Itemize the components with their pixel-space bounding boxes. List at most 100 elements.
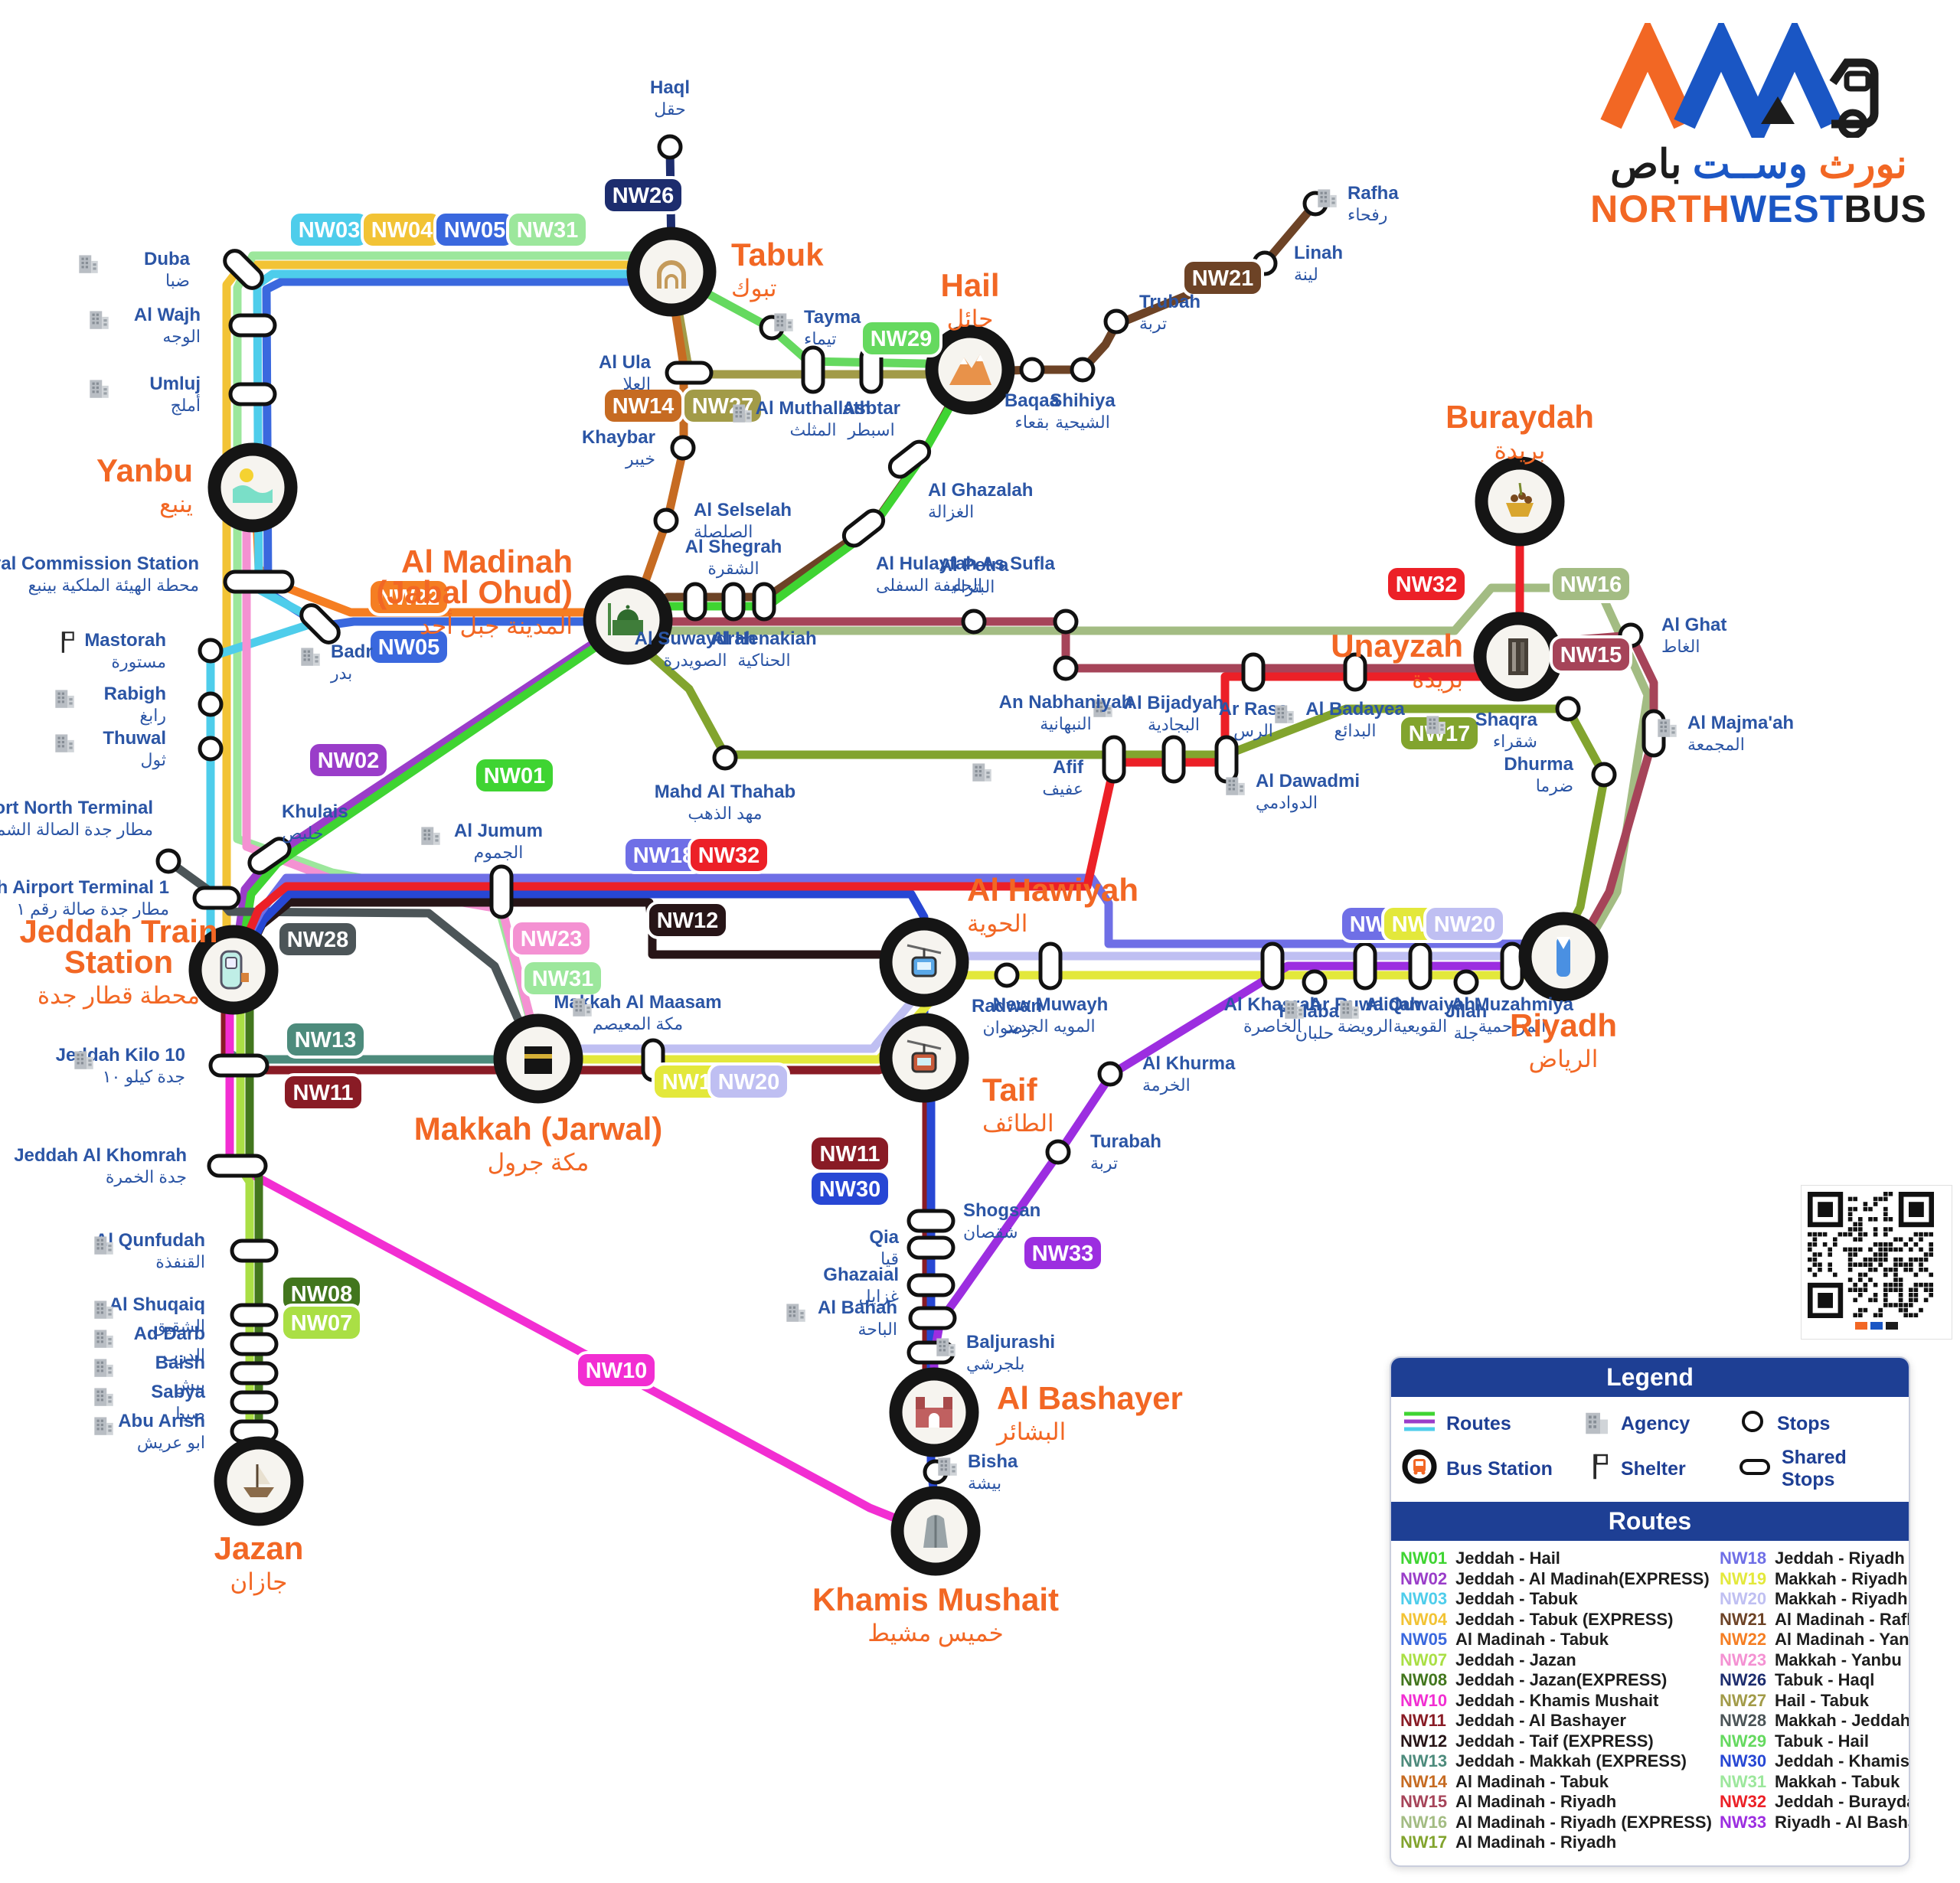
legend-item-label: Routes [1446, 1413, 1511, 1434]
stop-label-ar-halaban: حلبان [1295, 1023, 1334, 1043]
stop-label-yanbu-royal-commission-station: Yanbu Royal Commission Station [0, 553, 199, 574]
stop-ar-rass [1241, 652, 1266, 692]
svg-text:NW05: NW05 [378, 635, 440, 660]
stop-duba [223, 249, 264, 290]
station-label-hail: Hail [940, 267, 999, 303]
route-badge-nw11: NW11 [808, 1134, 891, 1173]
route-badge-nw04: NW04 [361, 210, 443, 249]
stop-label-ar-yanbu-royal-commission-station: محطة الهيئة الملكية بينبع [28, 576, 199, 596]
stop-label-jeddah-airport-terminal-1: Jeddah Airport Terminal 1 [0, 877, 169, 898]
stop-label-mastorah: Mastorah [84, 630, 166, 651]
route-badge-nw31: NW31 [521, 959, 604, 997]
route-badge-nw05: NW05 [368, 628, 450, 666]
stop-label-al-muzahmiya: Al Muzahmiya [1451, 994, 1574, 1015]
stop-label-badr: Badr [331, 641, 373, 662]
svg-text:NW08: NW08 [291, 1282, 353, 1307]
route-badge-nw15: NW15 [1550, 635, 1632, 674]
stop-label-al-qunfudah: Al Qunfudah [95, 1230, 205, 1251]
stop-label-ar-ad-darb: الدرب [162, 1346, 205, 1366]
route-name: Makkah - Tabuk [1774, 1771, 1900, 1791]
stops-icon [1737, 1406, 1768, 1442]
station-label-ar-al-madinah: المدينة جبل أحد [420, 610, 573, 639]
agency-icon [55, 690, 74, 708]
svg-text:NW10: NW10 [586, 1359, 648, 1383]
stop-label-al-suwaydrah: Al Suwaydrah [635, 628, 756, 649]
agency-icon [79, 255, 98, 273]
stop-an-nabhaniyah [1053, 655, 1079, 681]
station-label-tabuk: Tabuk [731, 237, 824, 272]
sky-station-icon [1508, 638, 1528, 675]
stop-label-ar-jeddah-airport-terminal-1: مطار جدة صالة رقم ١ [16, 899, 169, 919]
route-badge-nw10: NW10 [575, 1351, 658, 1389]
stop-label-khulais: Khulais [282, 801, 348, 822]
route-badge-nw11: NW11 [282, 1073, 364, 1111]
route-name: Makkah - Riyadh (EXPRESS) [1774, 1589, 1909, 1608]
stop-al-khurma [1097, 1061, 1123, 1087]
stop-halaban [1302, 969, 1328, 995]
legend-item-label: Shelter [1621, 1457, 1686, 1480]
agency-icon [936, 1338, 956, 1356]
stop-label-ar-al-muthallath: المثلث [789, 420, 836, 439]
stop-label-ar-radwan: رضوان [983, 1018, 1031, 1038]
bus-station-unayzah [1473, 612, 1563, 702]
routes-icon [1402, 1406, 1437, 1442]
stop-label-ar-al-khurma: الخرمة [1142, 1075, 1191, 1095]
stop-label-ar-ar-rass: الرس [1233, 721, 1273, 741]
stop-label-ar-baqaa: بقعاء [1015, 413, 1050, 432]
stop-label-ar-ghazaial: غزايل [858, 1287, 899, 1307]
station-label-ar-hail: حائل [947, 305, 994, 332]
agency-icon [938, 1457, 957, 1476]
stop-label-ar-baish: بيش [174, 1375, 205, 1395]
route-badge-nw33: NW33 [1021, 1234, 1104, 1272]
bus-station-icon [1402, 1449, 1437, 1490]
stop-label-haql: Haql [650, 77, 690, 98]
stop-umluj [228, 382, 277, 406]
legend-title: Legend [1391, 1358, 1909, 1397]
legend-item-bus-station: Bus Station [1402, 1447, 1578, 1491]
stop-label-ar-mastorah: مستورة [111, 652, 166, 672]
agency-icon [972, 763, 991, 782]
svg-text:NW03: NW03 [299, 218, 361, 243]
route-code: NW14 [1400, 1771, 1448, 1791]
route-code: NW10 [1400, 1690, 1448, 1710]
agency-icon [421, 827, 440, 845]
route-badge-nw16: NW16 [1550, 565, 1632, 603]
station-label-khamis-mushait: Khamis Mushait [812, 1581, 1059, 1617]
stop-label-ar-al-quwaiyah: القويعية [1393, 1017, 1447, 1036]
route-badge-nw23: NW23 [510, 919, 593, 958]
stop-label-tayma: Tayma [804, 307, 861, 328]
stop-al-selselah [653, 507, 679, 534]
route-name: Jeddah - Khamis Mushait [1455, 1690, 1659, 1710]
route-badge-nw14: NW14 [602, 387, 684, 425]
stop-label-al-bijadyah: Al Bijadyah [1124, 693, 1224, 713]
stop-al-qunfudah [230, 1238, 279, 1263]
stop-al-bijadyah [1161, 735, 1186, 784]
stop-label-ar-ruwaidah: Ar Ruwaidah [1309, 994, 1422, 1015]
route-code: NW07 [1400, 1650, 1448, 1669]
stop-unnamed [1053, 609, 1079, 635]
route-badge-nw03: NW03 [288, 210, 371, 249]
stop-label-ar-al-henakiah: الحناكية [737, 651, 790, 670]
bus-station-taif [879, 1013, 969, 1103]
stop-shaqra [1555, 696, 1581, 722]
stop-jeddah-airport-terminal-1 [192, 886, 241, 910]
svg-text:NW31: NW31 [532, 967, 594, 991]
svg-text:NW15: NW15 [1560, 643, 1622, 667]
stop-label-jeddah-airport-north-terminal: Jeddah Airport North Terminal [0, 798, 153, 818]
stop-mahd-al-thahab [712, 745, 738, 771]
route-badge-nw01: NW01 [473, 756, 556, 795]
route-name: Riyadh - Al Bashayer [1774, 1812, 1909, 1832]
station-label-unayzah: Unayzah [1331, 628, 1463, 664]
